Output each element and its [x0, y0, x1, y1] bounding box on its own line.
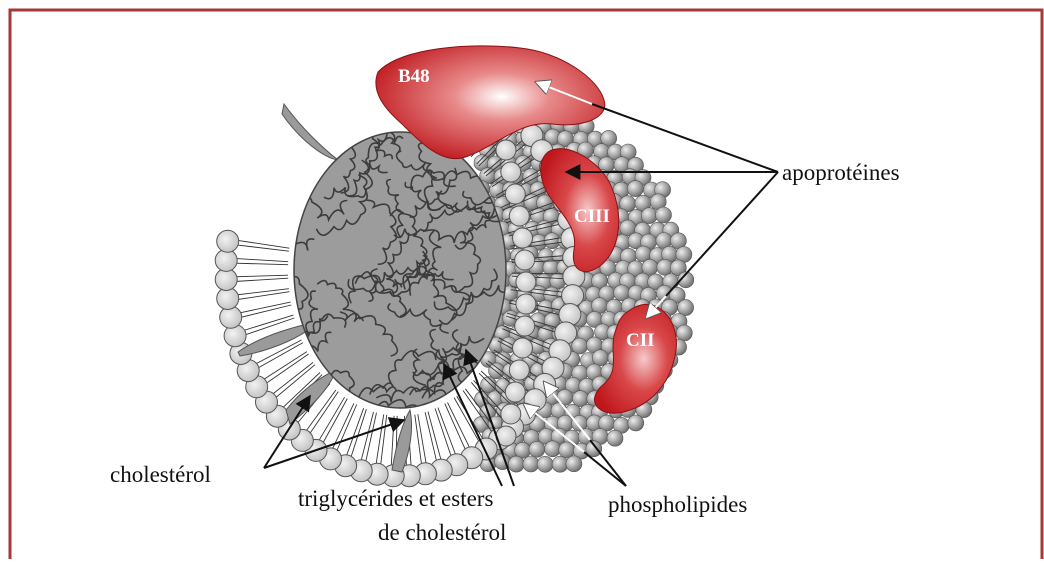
phospholipid-head	[505, 184, 525, 204]
phospholipid-head	[513, 228, 533, 248]
label-phospholipides: phospholipides	[608, 492, 747, 517]
protein-bead	[628, 415, 644, 431]
protein-bead	[508, 456, 524, 472]
protein-bead	[678, 300, 694, 316]
label-triglycerides-line1: triglycérides et esters	[298, 486, 493, 511]
label-apoproteines: apoprotéines	[782, 160, 900, 185]
protein-bead	[607, 430, 623, 446]
phospholipid-head	[516, 272, 536, 292]
phospholipid-head	[509, 360, 529, 380]
label-b48: B48	[398, 66, 430, 87]
phospholipid-head	[496, 140, 516, 160]
label-cii: CII	[626, 330, 655, 351]
phospholipid-head	[562, 285, 584, 307]
phospholipid-head	[501, 162, 521, 182]
core-squiggle	[278, 343, 309, 367]
phospholipid-head	[516, 294, 536, 314]
cholesterol-molecule	[282, 104, 338, 160]
protein-bead	[641, 208, 657, 224]
label-ciii: CIII	[574, 206, 610, 227]
phospholipid-head	[515, 250, 535, 270]
protein-bead	[592, 350, 608, 366]
phospholipid-head	[501, 404, 521, 424]
protein-bead	[627, 181, 643, 197]
label-triglycerides-line2: de cholestérol	[378, 520, 506, 545]
protein-bead	[559, 442, 575, 458]
protein-bead	[642, 259, 658, 275]
phospholipid-head	[505, 382, 525, 402]
protein-bead	[656, 207, 672, 223]
phospholipid-head	[217, 230, 239, 252]
protein-bead	[676, 325, 692, 341]
core-squiggle	[249, 147, 300, 192]
phospholipid-head	[509, 206, 529, 226]
protein-bead	[529, 441, 545, 457]
label-cholesterol: cholestérol	[110, 462, 211, 487]
protein-bead	[545, 441, 561, 457]
lipid-core	[294, 132, 506, 408]
core-squiggle	[236, 135, 313, 161]
protein-bead	[537, 456, 553, 472]
phospholipid-head	[513, 338, 533, 358]
protein-bead	[523, 456, 539, 472]
phospholipid-head	[515, 316, 535, 336]
cholesterol-molecule	[392, 410, 412, 472]
protein-bead	[566, 456, 582, 472]
